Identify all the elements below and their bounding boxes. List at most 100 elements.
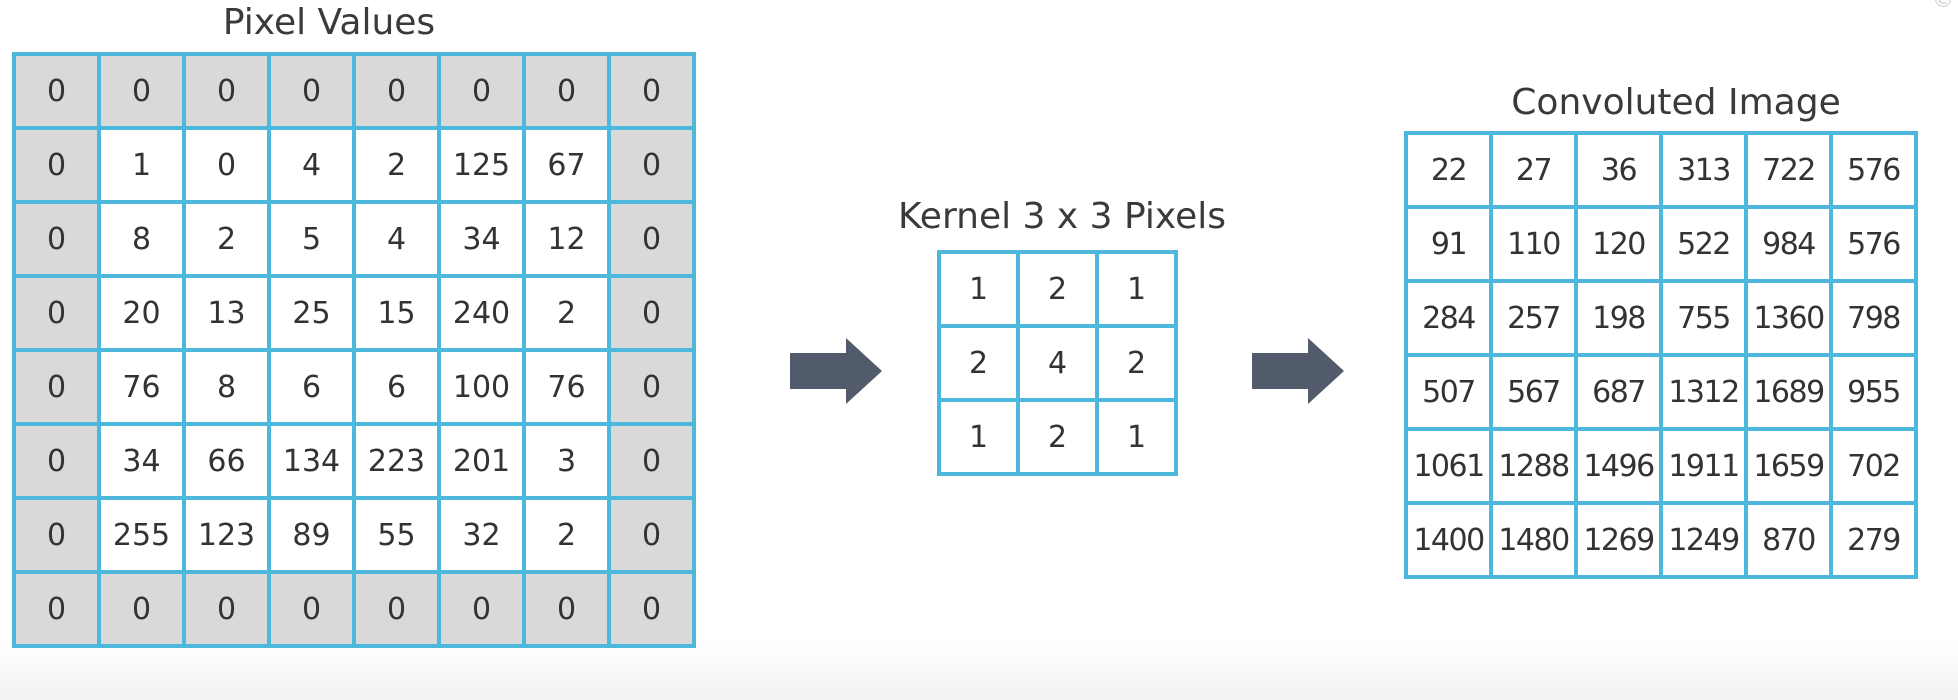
pixel-cell: 66 [182,422,271,500]
convoluted-cell: 1249 [1659,501,1748,579]
pixel-cell: 89 [267,496,356,574]
pixel-cell: 4 [352,200,441,278]
pixel-cell: 0 [267,570,356,648]
convoluted-cell: 755 [1659,279,1748,357]
kernel-cell: 1 [1095,398,1178,476]
pixel-cell: 0 [12,52,101,130]
right-arrow-icon [1252,338,1344,404]
convoluted-cell: 1659 [1744,427,1833,505]
pixel-cell: 12 [522,200,611,278]
pixel-cell: 2 [522,496,611,574]
pixel-cell: 0 [12,126,101,204]
pixel-cell: 2 [182,200,271,278]
pixel-cell: 0 [182,126,271,204]
pixel-cell: 0 [12,348,101,426]
kernel-cell: 2 [937,324,1020,402]
convoluted-cell: 36 [1574,131,1663,209]
kernel-cell: 4 [1016,324,1099,402]
pixel-cell: 100 [437,348,526,426]
pixel-cell: 223 [352,422,441,500]
kernel-cell: 1 [1095,250,1178,328]
pixel-cell: 25 [267,274,356,352]
convoluted-cell: 110 [1489,205,1578,283]
pixel-cell: 76 [522,348,611,426]
convoluted-cell: 567 [1489,353,1578,431]
pixel-cell: 32 [437,496,526,574]
convoluted-cell: 955 [1829,353,1918,431]
pixel-cell: 8 [97,200,186,278]
pixel-cell: 0 [352,52,441,130]
pixel-cell: 34 [97,422,186,500]
pixel-cell: 1 [97,126,186,204]
pixel-cell: 6 [352,348,441,426]
convoluted-cell: 1312 [1659,353,1748,431]
pixel-cell: 76 [97,348,186,426]
pixel-cell: 0 [607,496,696,574]
convoluted-cell: 522 [1659,205,1748,283]
pixel-cell: 201 [437,422,526,500]
pixel-cell: 0 [607,126,696,204]
convoluted-cell: 1480 [1489,501,1578,579]
convoluted-cell: 576 [1829,205,1918,283]
pixel-cell: 0 [522,570,611,648]
pixel-cell: 123 [182,496,271,574]
pixel-cell: 0 [352,570,441,648]
pixel-cell: 55 [352,496,441,574]
pixel-cell: 0 [12,422,101,500]
convoluted-cell: 1269 [1574,501,1663,579]
kernel-cell: 2 [1016,250,1099,328]
pixel-cell: 255 [97,496,186,574]
pixel-cell: 0 [607,52,696,130]
pixel-cell: 0 [12,274,101,352]
pixel-cell: 0 [607,422,696,500]
convoluted-cell: 687 [1574,353,1663,431]
pixel-cell: 4 [267,126,356,204]
pixel-cell: 20 [97,274,186,352]
kernel-title: Kernel 3 x 3 Pixels [897,196,1227,237]
convoluted-cell: 257 [1489,279,1578,357]
pixel-cell: 0 [182,52,271,130]
pixel-cell: 34 [437,200,526,278]
pixel-cell: 0 [12,200,101,278]
convoluted-cell: 27 [1489,131,1578,209]
pixel-cell: 125 [437,126,526,204]
convoluted-cell: 284 [1404,279,1493,357]
pixel-cell: 0 [607,200,696,278]
pixel-cell: 240 [437,274,526,352]
convoluted-cell: 722 [1744,131,1833,209]
convoluted-cell: 198 [1574,279,1663,357]
convoluted-cell: 1061 [1404,427,1493,505]
convoluted-cell: 1288 [1489,427,1578,505]
convoluted-cell: 507 [1404,353,1493,431]
pixel-cell: 0 [607,274,696,352]
pixel-cell: 0 [12,496,101,574]
pixel-cell: 13 [182,274,271,352]
convoluted-cell: 1689 [1744,353,1833,431]
kernel-cell: 2 [1095,324,1178,402]
kernel-cell: 2 [1016,398,1099,476]
pixel-cell: 8 [182,348,271,426]
convoluted-image-title: Convoluted Image [1511,82,1841,123]
pixel-cell: 67 [522,126,611,204]
convoluted-cell: 870 [1744,501,1833,579]
convoluted-cell: 120 [1574,205,1663,283]
convoluted-cell: 702 [1829,427,1918,505]
right-arrow-icon [790,338,882,404]
convoluted-cell: 798 [1829,279,1918,357]
pixel-cell: 0 [182,570,271,648]
convoluted-cell: 313 [1659,131,1748,209]
pixel-cell: 0 [97,52,186,130]
convoluted-cell: 1400 [1404,501,1493,579]
pixel-values-title: Pixel Values [222,2,436,43]
